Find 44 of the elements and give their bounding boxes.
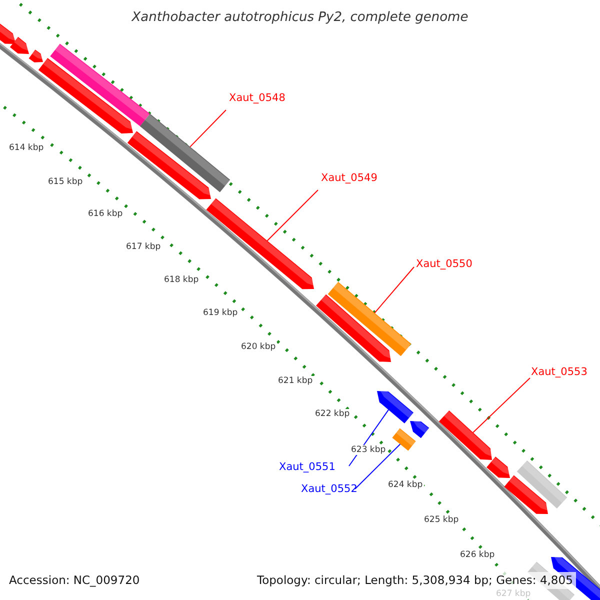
gene-feature xyxy=(504,475,550,514)
scale-label: 615 kbp xyxy=(47,177,84,187)
leader-line xyxy=(374,266,414,314)
scale-label: 621 kbp xyxy=(277,376,314,386)
scale-label: 618 kbp xyxy=(163,275,200,285)
gene-feature xyxy=(50,44,150,126)
scale-label: 627 kbp xyxy=(495,589,532,599)
scale-label: 619 kbp xyxy=(202,308,239,318)
leader-line xyxy=(354,444,401,490)
gene-label: Xaut_0553 xyxy=(531,366,588,379)
gene-label: Xaut_0552 xyxy=(301,483,358,496)
scale-label: 626 kbp xyxy=(459,550,496,560)
scale-label: 614 kbp xyxy=(8,143,45,153)
gene-feature xyxy=(28,50,44,62)
scale-label: 623 kbp xyxy=(350,445,387,455)
gene-label: Xaut_0549 xyxy=(321,172,378,185)
gene-label: Xaut_0551 xyxy=(279,461,336,474)
gene-feature xyxy=(410,418,430,438)
gene-label: Xaut_0548 xyxy=(229,92,286,105)
gene-feature xyxy=(38,58,136,134)
gene-feature xyxy=(377,388,414,424)
leader-line xyxy=(190,110,226,148)
scale-label: 617 kbp xyxy=(125,242,162,252)
gene-feature xyxy=(127,131,214,200)
gene-feature xyxy=(10,36,31,54)
scale-label: 616 kbp xyxy=(87,209,124,219)
scale-label: 622 kbp xyxy=(314,409,351,419)
gene-feature xyxy=(328,282,412,356)
gene-label: Xaut_0550 xyxy=(416,258,472,271)
gene-feature xyxy=(0,22,18,44)
gene-feature xyxy=(486,456,512,478)
leader-line xyxy=(472,378,530,433)
scale-label: 620 kbp xyxy=(240,342,277,352)
accession-text: Accession: NC_009720 xyxy=(8,572,141,589)
scale-label: 624 kbp xyxy=(387,480,424,490)
gene-feature xyxy=(392,428,416,451)
title: Xanthobacter autotrophicus Py2, complete genome xyxy=(130,10,470,25)
gene-feature xyxy=(438,410,494,460)
gene-feature xyxy=(140,114,230,192)
gene-feature xyxy=(316,294,394,362)
gene-feature xyxy=(206,198,316,290)
gene-feature xyxy=(516,460,568,508)
leader-line xyxy=(266,190,318,242)
scale-label: 625 kbp xyxy=(423,515,460,525)
